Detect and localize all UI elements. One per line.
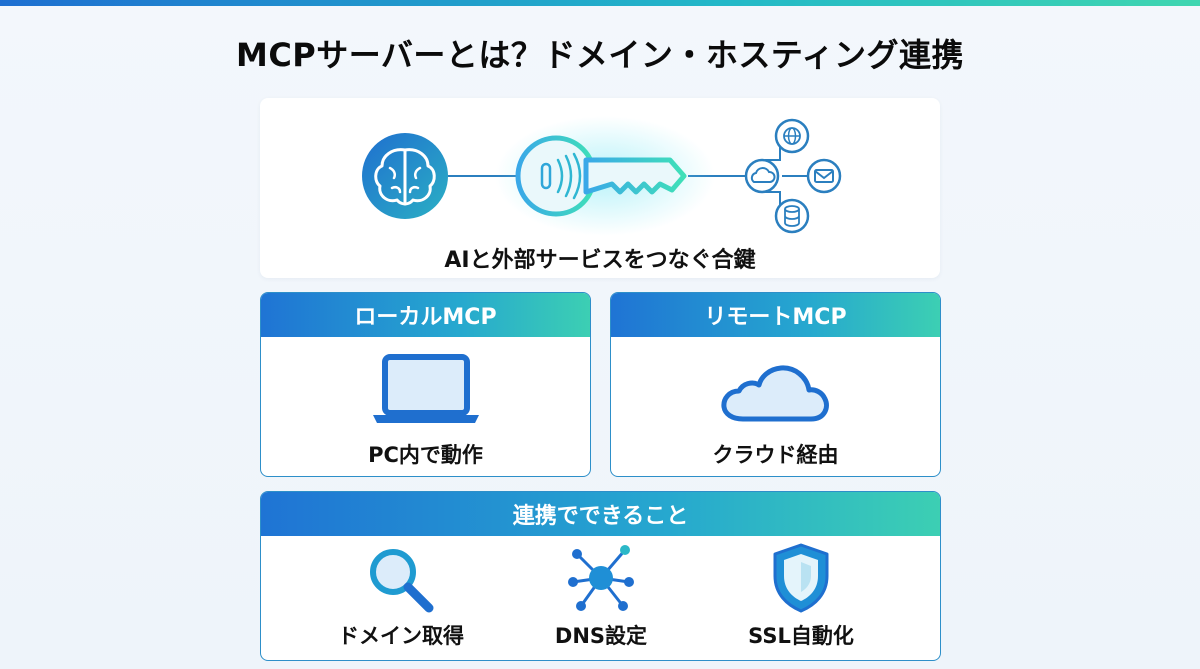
key-icon <box>495 116 715 236</box>
cloud-icon <box>721 365 829 422</box>
feature-label: SSL自動化 <box>748 624 854 648</box>
hero-caption: AIと外部サービスをつなぐ合鍵 <box>444 248 756 273</box>
local-mcp-title: ローカルMCP <box>261 293 590 337</box>
remote-mcp-card: リモートMCP クラウド経由 <box>610 292 941 477</box>
hero-illustration <box>362 116 842 236</box>
feature-dns: DNS設定 <box>501 492 701 660</box>
remote-mcp-label: クラウド経由 <box>712 443 839 467</box>
mail-icon <box>806 158 842 194</box>
top-accent-bar <box>0 0 1200 6</box>
laptop-icon <box>373 354 479 423</box>
feature-label: ドメイン取得 <box>338 624 464 648</box>
remote-mcp-title: リモートMCP <box>611 293 940 337</box>
globe-icon <box>774 118 810 154</box>
brain-icon <box>362 133 448 219</box>
local-mcp-card: ローカルMCP PC内で動作 <box>260 292 591 477</box>
database-icon <box>774 198 810 234</box>
network-icon <box>568 545 634 611</box>
shield-icon <box>773 543 829 613</box>
capabilities-card: 連携でできること ドメイン取得 DNS設定 <box>260 491 941 661</box>
local-mcp-label: PC内で動作 <box>368 443 483 467</box>
magnifier-icon <box>370 549 434 613</box>
feature-label: DNS設定 <box>554 624 648 648</box>
capabilities-title: 連携でできること <box>261 492 940 536</box>
hero-diagram: AIと外部サービスをつなぐ合鍵 <box>260 98 940 278</box>
cloud-icon <box>744 158 780 194</box>
feature-domain: ドメイン取得 <box>301 492 501 660</box>
feature-ssl: SSL自動化 <box>701 492 901 660</box>
page-title: MCPサーバーとは？ドメイン・ホスティング連携 <box>235 36 965 74</box>
service-network <box>744 118 842 234</box>
